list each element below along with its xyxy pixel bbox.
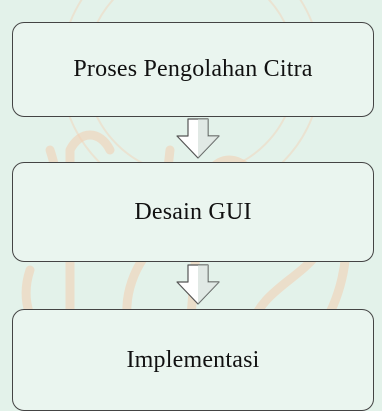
step-box-gui-design: Desain GUI	[12, 162, 374, 262]
step-label: Desain GUI	[134, 198, 252, 225]
down-arrow-icon	[176, 264, 220, 305]
step-box-image-processing: Proses Pengolahan Citra	[12, 22, 374, 117]
step-label: Implementasi	[126, 346, 260, 373]
down-arrow-icon	[176, 118, 220, 159]
step-label: Proses Pengolahan Citra	[73, 56, 313, 82]
step-box-implementation: Implementasi	[12, 309, 374, 411]
